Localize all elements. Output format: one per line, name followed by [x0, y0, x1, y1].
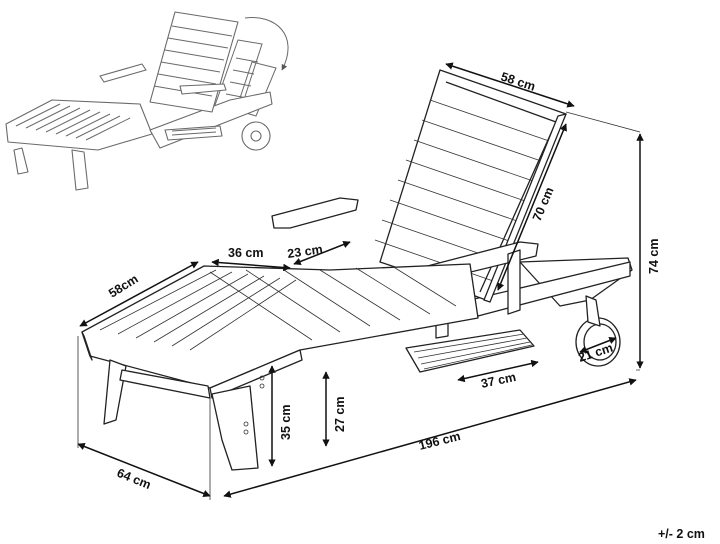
inset-lounger-frame	[5, 11, 273, 191]
side-tray-width-label: 37 cm	[480, 370, 518, 391]
backrest-width-label: 58 cm	[499, 70, 537, 94]
reclining-lounger-icon	[5, 11, 289, 191]
recline-arrow-icon	[244, 17, 289, 71]
total-height-label: 74 cm	[647, 239, 661, 274]
seat-height-label: 35 cm	[279, 405, 293, 440]
total-width-label: 64 cm	[115, 466, 153, 492]
seat-hinge-section-label: 23 cm	[286, 242, 323, 261]
leg-clearance-label: 27 cm	[333, 397, 347, 432]
total-length-label: 196 cm	[417, 429, 462, 453]
tolerance-note: +/- 2 cm	[658, 527, 705, 541]
seat-front-section-label: 36 cm	[228, 246, 263, 260]
dimension-lines	[77, 62, 644, 500]
side-tray	[405, 329, 535, 373]
